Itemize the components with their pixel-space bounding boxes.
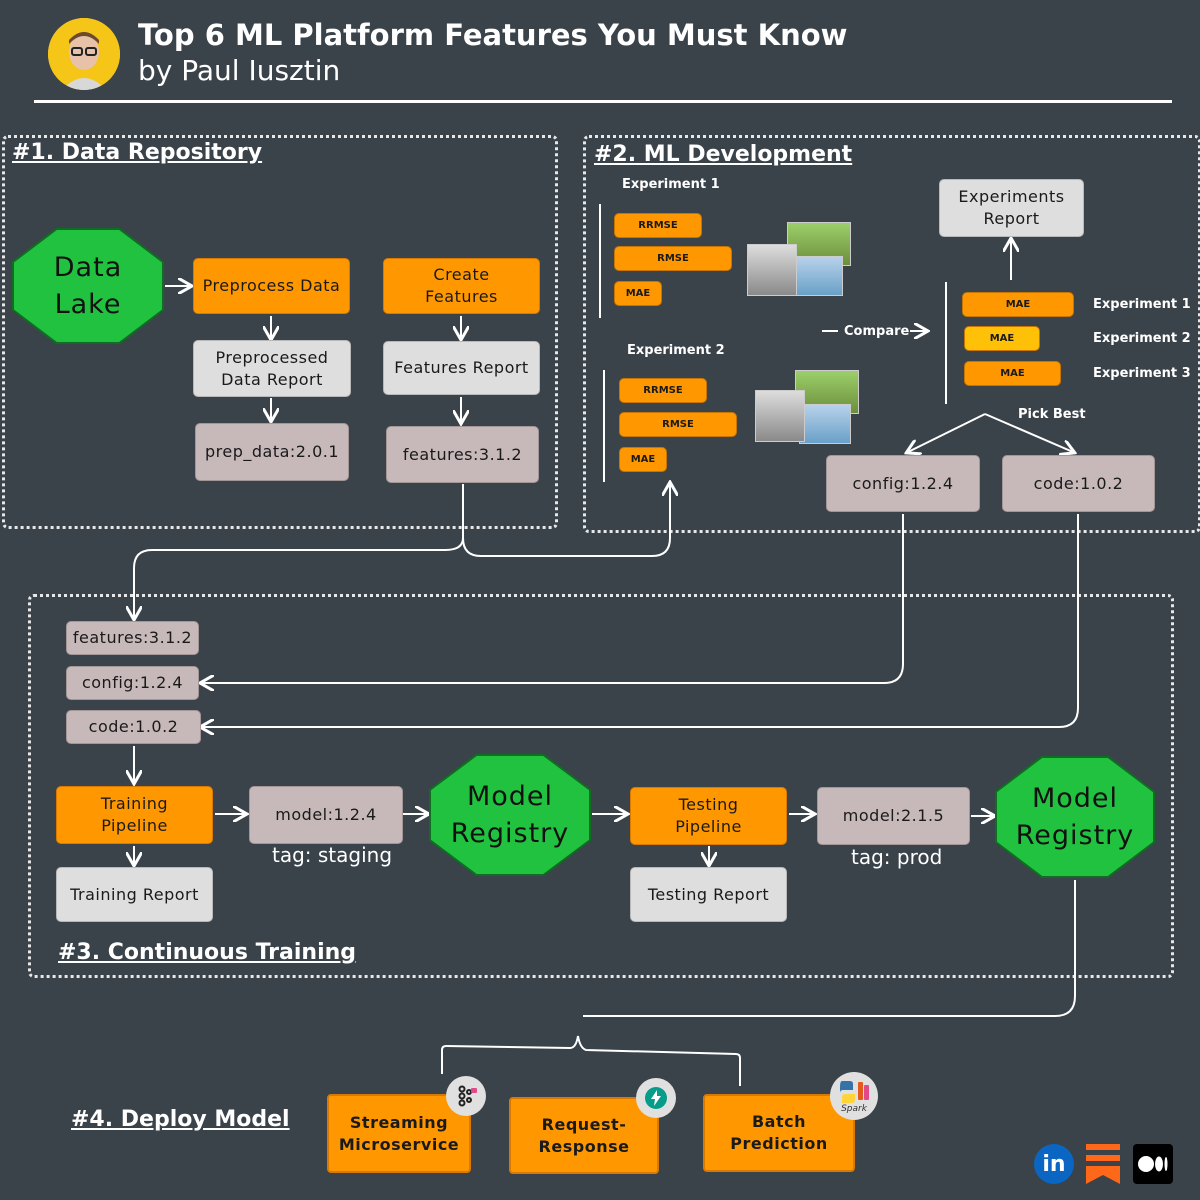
result-metric-3: MAE: [964, 361, 1061, 386]
preprocessed-data-report-node: Preprocessed Data Report: [193, 340, 351, 397]
author-avatar: [48, 18, 120, 90]
data-lake-node: Data Lake: [14, 230, 162, 342]
result-metric-1: MAE: [962, 292, 1074, 317]
section-continuous-training: [28, 594, 1174, 978]
result-label-1: Experiment 1: [1093, 297, 1191, 312]
prep-data-artifact: prep_data:2.0.1: [195, 423, 349, 481]
exp1-metric-rmse: RMSE: [614, 246, 732, 271]
linkedin-icon[interactable]: in: [1034, 1144, 1074, 1184]
fastapi-icon: [636, 1078, 676, 1118]
experiment2-label: Experiment 2: [627, 343, 725, 358]
testing-report-node: Testing Report: [630, 867, 787, 922]
features-artifact: features:3.1.2: [386, 426, 539, 483]
experiment1-label: Experiment 1: [622, 177, 720, 192]
result-label-2: Experiment 2: [1093, 331, 1191, 346]
code-artifact-dev: code:1.0.2: [1002, 455, 1155, 512]
training-report-node: Training Report: [56, 867, 213, 922]
substack-icon[interactable]: [1084, 1142, 1122, 1186]
section-ml-development: [583, 135, 1200, 533]
exp2-metric-mae: MAE: [619, 447, 667, 472]
model-registry-staging: Model Registry: [431, 756, 589, 874]
spark-label: Spark: [841, 1103, 867, 1114]
section4-title: #4. Deploy Model: [71, 1107, 290, 1132]
exp1-metric-rrmse: RRMSE: [614, 213, 702, 238]
compare-label: Compare: [844, 324, 910, 339]
config-input: config:1.2.4: [66, 666, 199, 700]
tag-staging: tag: staging: [272, 843, 393, 867]
exp1-image-collage: [747, 222, 851, 296]
training-pipeline-node: Training Pipeline: [56, 786, 213, 844]
header-divider: [34, 100, 1172, 103]
section1-title: #1. Data Repository: [12, 140, 263, 165]
exp2-metric-rmse: RMSE: [619, 412, 737, 437]
streaming-microservice-node: Streaming Microservice: [327, 1094, 471, 1173]
tag-prod: tag: prod: [851, 845, 943, 869]
linkedin-text: in: [1042, 1151, 1066, 1177]
experiments-report-node: Experiments Report: [939, 179, 1084, 237]
result-metric-2: MAE: [964, 326, 1040, 351]
features-report-node: Features Report: [383, 341, 540, 395]
result-label-3: Experiment 3: [1093, 366, 1191, 381]
model-prod-artifact: model:2.1.5: [817, 787, 970, 845]
python-spark-icon: Spark: [830, 1072, 878, 1120]
code-input: code:1.0.2: [66, 710, 201, 744]
exp2-metric-rrmse: RRMSE: [619, 378, 707, 403]
page-title: Top 6 ML Platform Features You Must Know: [138, 18, 848, 52]
features-input: features:3.1.2: [66, 621, 199, 655]
request-response-node: Request-Response: [509, 1097, 659, 1174]
exp1-metric-mae: MAE: [614, 281, 662, 306]
section-data-repository: [2, 135, 558, 529]
create-features-node: Create Features: [383, 258, 540, 314]
testing-pipeline-node: Testing Pipeline: [630, 787, 787, 845]
exp2-image-collage: [755, 370, 859, 444]
medium-icon[interactable]: [1133, 1144, 1173, 1184]
batch-prediction-node: Batch Prediction: [703, 1094, 855, 1172]
section3-title: #3. Continuous Training: [58, 940, 357, 965]
section2-title: #2. ML Development: [594, 142, 853, 167]
model-staging-artifact: model:1.2.4: [249, 786, 403, 844]
config-artifact-dev: config:1.2.4: [826, 455, 980, 512]
kafka-icon: [446, 1076, 486, 1116]
pick-best-label: Pick Best: [1018, 407, 1086, 422]
page-subtitle: by Paul Iusztin: [138, 54, 341, 87]
preprocess-data-node: Preprocess Data: [193, 258, 350, 314]
model-registry-prod: Model Registry: [997, 758, 1153, 876]
